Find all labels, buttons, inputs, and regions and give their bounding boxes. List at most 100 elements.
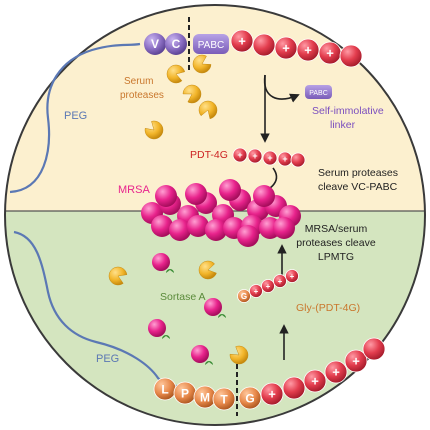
gly-pdt-4g-label: Gly-(PDT-4G) [296,302,360,314]
serum-protease-icon [182,84,202,104]
peptide-chain-top: + + + + [230,29,363,68]
free-pabc-label: PABC [309,90,328,97]
peptide-bead-label: + [304,43,312,58]
lpmtg-bead-label: M [200,390,210,404]
vc-pabc-conjugate: V C PABC [144,17,229,72]
peptide-bead [344,349,368,373]
mrsa-cell [169,219,191,241]
pdt-bead [247,148,263,164]
mrsa-cell [237,225,259,247]
c-residue [165,33,187,55]
mrsa-cell [205,219,227,241]
peptide-bead-label: + [238,34,246,49]
gly-bead [273,274,287,288]
peptide-bead [303,369,327,393]
mrsa-cleave-label-line3: LPMTG [318,251,354,263]
pdt-bead-label: + [267,153,272,163]
peptide-bead [282,376,306,400]
sortase-group [108,253,249,365]
sortase-cell [204,298,222,316]
serum-protease-icon [166,64,186,84]
lpmtg-bead-label: L [161,382,168,396]
peptide-bead [260,382,284,406]
self-immolative-label-line1: Self-immolative [312,105,384,117]
mrsa-cell [219,179,241,201]
sortase-a-label: Sortase A [160,291,206,303]
serum-protease-icon [198,100,218,120]
gly-pdt-4g-chain: G + + + + [237,269,299,303]
gly-bead-label: + [290,272,295,281]
gly-bead [237,289,251,303]
gly-bead [261,279,275,293]
peptide-bead [339,44,363,68]
mrsa-label: MRSA [118,184,150,196]
pdt-bead-label: + [282,154,287,164]
gly-bead-label: + [278,277,283,286]
serum-protease-icon [108,266,128,286]
peg-label-top: PEG [64,110,87,122]
peptide-bead-label: + [332,365,340,380]
pdt-bead-label: + [237,150,242,160]
peptide-bead [362,337,386,361]
serum-protease-icon [198,260,217,280]
sortase-cell [148,319,166,337]
outer-circle [4,4,426,426]
sortase-cell [152,253,170,271]
peptide-chain-bottom: + + + + [260,337,386,406]
serum-proteases-label-line2: proteases [120,90,164,101]
lpmtg-bead-label: P [181,386,189,400]
pdt-bead [262,150,278,166]
pabc-box [193,34,229,54]
gly-bead-label: + [254,287,259,296]
gly-bead-label: G [241,292,247,301]
pdt-bead [290,152,306,168]
peptide-bead-label: + [326,46,334,61]
mrsa-cell [155,185,177,207]
peptide-bead [296,38,320,62]
serum-protease-icon [144,120,164,140]
pdt-4g-chain: + + + + [232,147,306,168]
lpmtg-bead-label: T [220,392,228,406]
serum-proteases-label-line1: Serum [124,76,153,87]
sortase-enzyme-icon [218,314,226,318]
peptide-bead-label: + [352,354,360,369]
peg-strand-top [9,42,141,194]
c-residue-letter: C [172,37,181,51]
serum-protease-icon [192,54,212,74]
pdt-bead-label: + [252,151,257,161]
peptide-bead-label: + [311,374,319,389]
v-residue [144,33,166,55]
gly-bead-label: + [266,282,271,291]
peptide-bead-label: + [282,41,290,56]
gly-bead [285,269,299,283]
pdt-4g-label: PDT-4G [190,149,228,161]
cleave-vc-pabc-label-line1: Serum proteases [318,167,398,179]
mrsa-cell [253,185,275,207]
mrsa-cell [151,215,173,237]
mrsa-cluster [141,179,301,247]
lpmtg-bead [238,386,262,410]
gly-bead [249,284,263,298]
serum-protease-icon [229,345,249,365]
pabc-box-label: PABC [198,40,225,51]
mrsa-cell [187,215,209,237]
lpmtg-bead [212,387,236,411]
free-pabc-box [305,85,332,99]
v-residue-letter: V [151,37,159,51]
mrsa-cleave-label-line1: MRSA/serum [305,223,368,235]
sortase-enzyme-icon [166,269,174,273]
cleave-vc-pabc-label-line2: cleave VC-PABC [318,181,398,193]
peg-label-bottom: PEG [96,353,119,365]
sortase-enzyme-icon [162,335,170,339]
serum-protease-group [144,54,218,140]
self-immolative-label-line2: linker [330,119,356,131]
pdt-bead [232,147,248,163]
peptide-bead [324,360,348,384]
peptide-bead [230,29,254,53]
sortase-cell [191,345,209,363]
lpmtg-bead-label: G [245,391,254,405]
mrsa-cell [185,183,207,205]
peptide-bead-label: + [268,387,276,402]
